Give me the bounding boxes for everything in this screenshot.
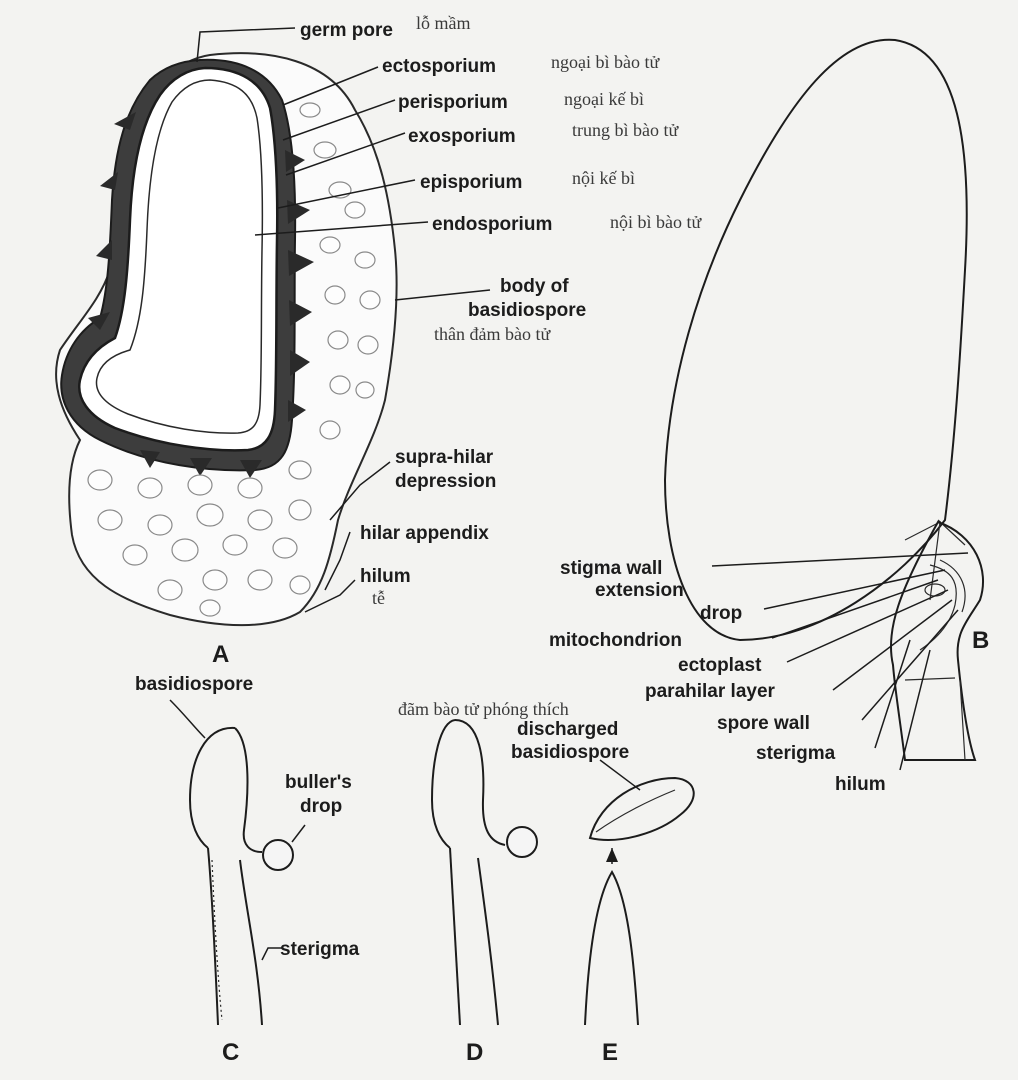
label-discharged-basidiospore: basidiospore (511, 742, 629, 763)
panel-letter-a: A (212, 641, 229, 668)
label-basidiospore-c: basidiospore (135, 674, 253, 695)
label-germ-pore-vn: lỗ mầm (416, 13, 471, 33)
panel-d-spore (430, 719, 538, 1026)
label-depression: depression (395, 471, 496, 492)
label-endosporium: endosporium (432, 214, 552, 235)
panel-letter-d: D (466, 1039, 483, 1066)
spore-a-lumen (95, 79, 264, 434)
panel-letter-e: E (602, 1039, 618, 1066)
panel-c-spore (169, 699, 306, 1026)
spore-a-surface-warts (87, 102, 381, 617)
label-bullers: buller's (285, 772, 352, 793)
label-drop: drop (700, 603, 742, 624)
label-discharged-vn: đãm bào tử phóng thích (398, 699, 569, 719)
label-ectosporium: ectosporium (382, 56, 496, 77)
spore-a-wall-spines (88, 112, 314, 478)
label-germ-pore: germ pore (300, 20, 393, 41)
panel-e-spore (584, 759, 695, 1026)
label-exosporium-vn: trung bì bào tử (572, 120, 679, 140)
label-episporium-vn: nội kế bì (572, 168, 635, 188)
panel-a-spore (55, 27, 491, 627)
panel-b-spore (663, 38, 984, 771)
discharged-spore (588, 776, 695, 841)
label-endosporium-vn: nội bì bào tử (610, 212, 702, 232)
label-basidiospore-body: basidiospore (468, 300, 586, 321)
panel-letter-b: B (972, 627, 989, 654)
label-perisporium-vn: ngoại kế bì (564, 89, 644, 109)
label-ectoplast: ectoplast (678, 655, 762, 676)
sterigma-e (584, 870, 639, 1026)
spore-b-hilar-region (889, 520, 984, 761)
label-perisporium: perisporium (398, 92, 508, 113)
label-extension: extension (595, 580, 684, 601)
label-hilum-a: hilum (360, 566, 411, 587)
label-sterigma-b: sterigma (756, 743, 836, 764)
label-bullers-drop: drop (300, 796, 342, 817)
label-exosporium: exosporium (408, 126, 516, 147)
panel-a-leader-lines (196, 27, 491, 613)
label-body-of: body of (500, 276, 569, 297)
label-episporium: episporium (420, 172, 522, 193)
label-body-vn: thân đảm bào tử (434, 324, 551, 344)
label-hilar-appendix: hilar appendix (360, 523, 489, 544)
panel-letter-c: C (222, 1039, 239, 1066)
label-spore-wall: spore wall (717, 713, 810, 734)
panel-b-leader-lines (711, 552, 969, 771)
spore-b-body (663, 38, 968, 642)
label-discharged: discharged (517, 719, 618, 740)
label-hilum-b: hilum (835, 774, 886, 795)
label-ectosporium-vn: ngoại bì bào tử (551, 52, 660, 72)
label-parahilar-layer: parahilar layer (645, 681, 776, 702)
label-supra-hilar: supra-hilar (395, 447, 494, 468)
label-stigma-wall: stigma wall (560, 558, 662, 579)
label-sterigma-c: sterigma (280, 939, 360, 960)
label-hilum-vn: tễ (372, 588, 385, 608)
label-mitochondrion: mitochondrion (549, 630, 682, 651)
